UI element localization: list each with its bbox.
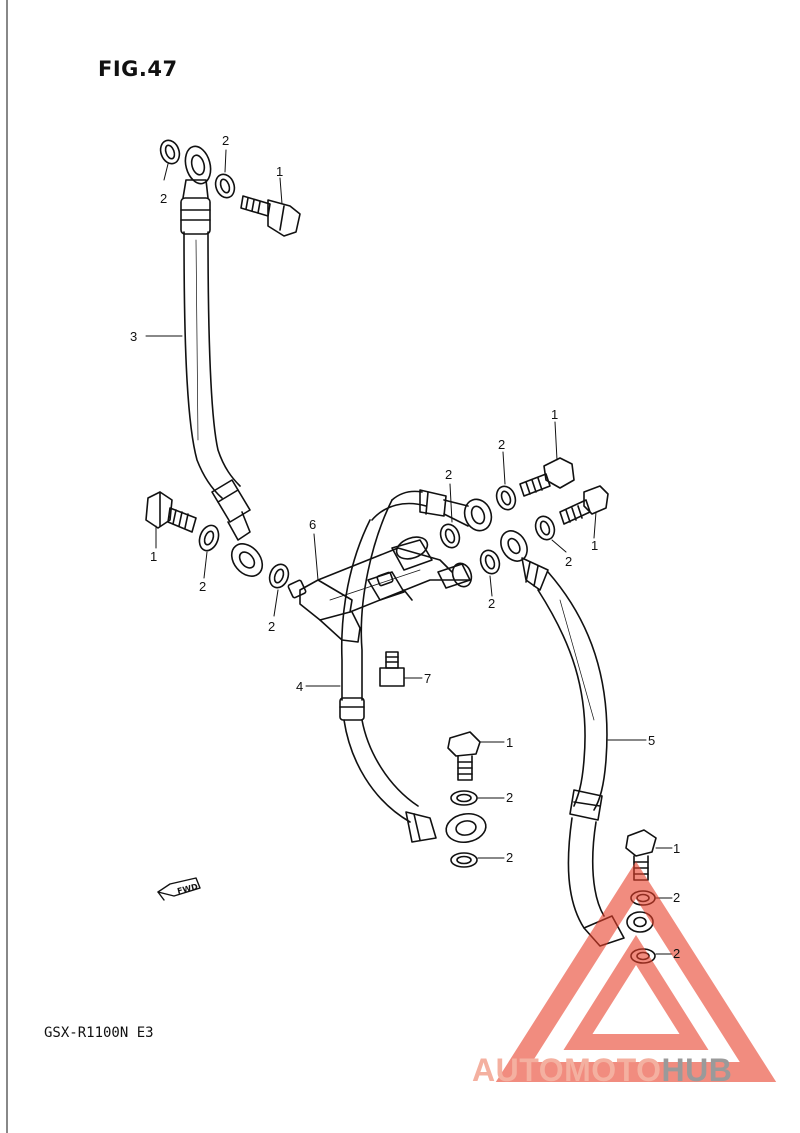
- callout-1-a: 1: [276, 164, 284, 179]
- brake-hose-3: [180, 145, 264, 577]
- brake-hose-5: [500, 530, 654, 947]
- washer-2-right-a: [534, 515, 556, 541]
- screw-7: [379, 651, 405, 687]
- brake-hose-4: [339, 489, 493, 844]
- watermark-logo: [495, 861, 777, 1082]
- banjo-bolt-1-right-a: [519, 457, 575, 497]
- callout-2-d: 2: [268, 619, 276, 634]
- callout-2-i: 2: [506, 790, 514, 805]
- washer-2-center-a: [439, 523, 461, 549]
- callout-2-j: 2: [506, 850, 514, 865]
- banjo-bolt-1-top: [240, 195, 301, 237]
- callout-2-c: 2: [199, 579, 207, 594]
- banjo-bolt-1-right-b: [559, 485, 609, 525]
- watermark-text: AUTOMOTOHUB: [472, 1052, 732, 1089]
- callout-1-f: 1: [673, 841, 681, 856]
- watermark-text-accent: AUTOMOTO: [472, 1052, 662, 1088]
- fwd-label: FWD: [176, 882, 199, 896]
- washer-2-top-left: [159, 139, 181, 165]
- callout-1-b: 1: [150, 549, 158, 564]
- model-code: GSX-R1100N E3: [44, 1025, 154, 1041]
- callout-1-d: 1: [591, 538, 599, 553]
- watermark-text-gray: HUB: [661, 1052, 733, 1088]
- leader-lines: [145, 149, 673, 955]
- washer-2-lower-b: [450, 852, 478, 868]
- callout-2-h: 2: [488, 596, 496, 611]
- banjo-bolt-1-lower-center: [447, 731, 481, 781]
- callout-2-k: 2: [673, 890, 681, 905]
- callout-4: 4: [296, 679, 304, 694]
- washer-2-center-c: [479, 549, 501, 575]
- washer-2-top-mid: [214, 173, 236, 199]
- callout-2-a: 2: [160, 191, 168, 206]
- washer-2-left-b: [268, 563, 290, 589]
- callout-1-e: 1: [506, 735, 514, 750]
- callout-2-l: 2: [673, 946, 681, 961]
- callout-5: 5: [648, 733, 656, 748]
- callout-2-b: 2: [222, 133, 230, 148]
- callout-2-e: 2: [445, 467, 453, 482]
- washer-2-center-b: [495, 485, 517, 511]
- fwd-arrow-icon: [157, 877, 201, 901]
- callout-7: 7: [424, 671, 432, 686]
- washer-2-left: [198, 524, 220, 552]
- callout-1-c: 1: [551, 407, 559, 422]
- figure-title: FIG.47: [98, 57, 178, 81]
- callout-2-g: 2: [565, 554, 573, 569]
- callout-6: 6: [309, 517, 317, 532]
- washer-2-lower-a: [450, 790, 478, 806]
- callout-3: 3: [130, 329, 138, 344]
- callout-2-f: 2: [498, 437, 506, 452]
- banjo-bolt-1-left: [145, 491, 197, 533]
